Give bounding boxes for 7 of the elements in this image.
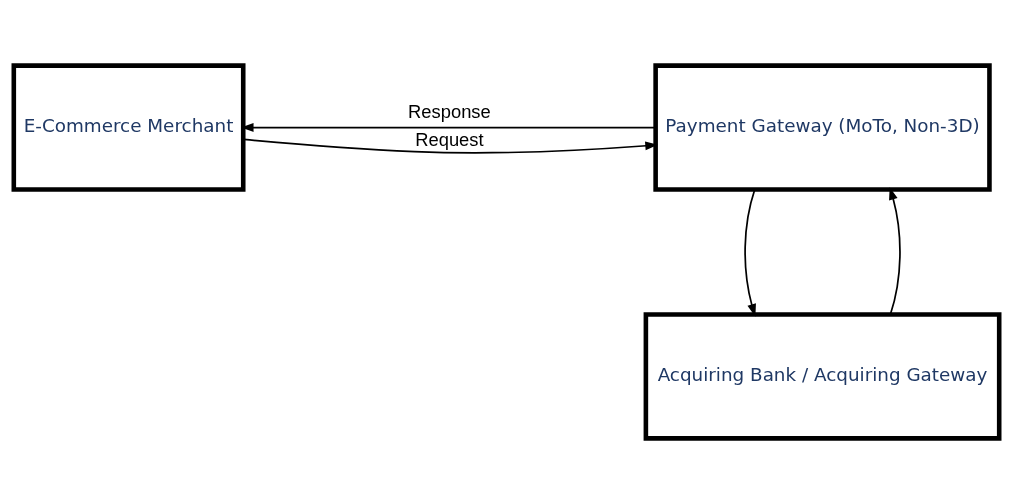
- edge-label: Response: [408, 101, 491, 123]
- node-box: E-Commerce Merchant: [11, 63, 246, 192]
- node-box: Payment Gateway (MoTo, Non-3D): [653, 63, 992, 192]
- edge-label: Request: [415, 128, 484, 150]
- node-box: Acquiring Bank / Acquiring Gateway: [643, 312, 1002, 441]
- arrow: [744, 188, 756, 317]
- arrow: [889, 187, 901, 316]
